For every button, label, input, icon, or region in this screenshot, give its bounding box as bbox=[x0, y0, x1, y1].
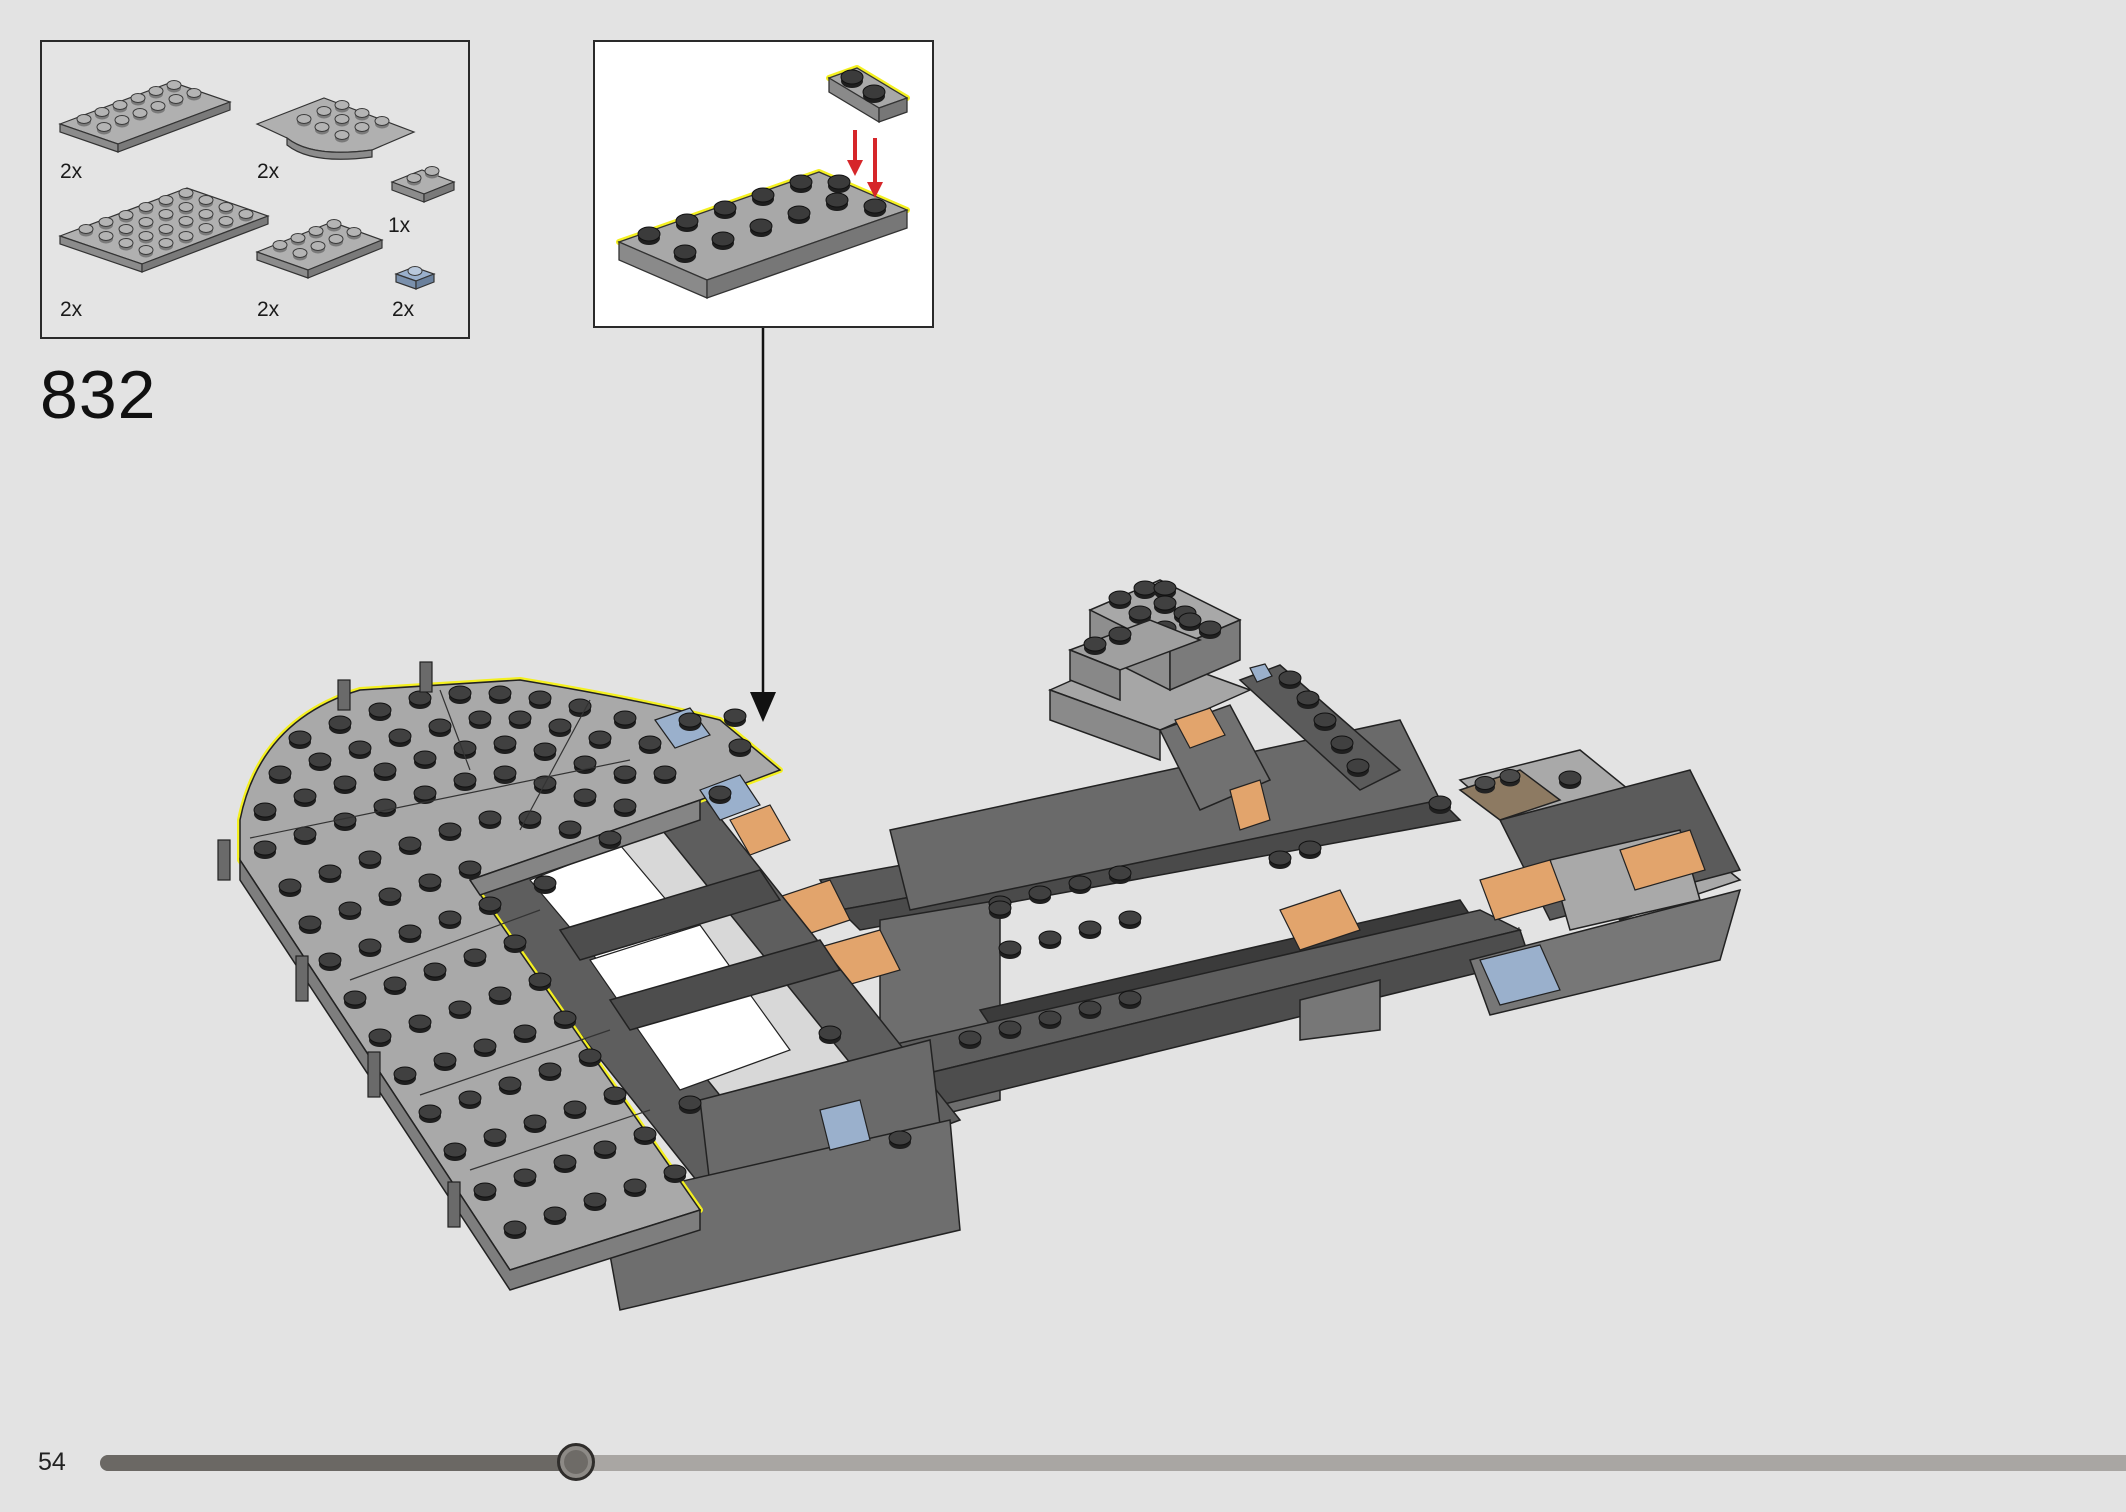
part-plate-2x4 bbox=[255, 219, 384, 279]
progress-knob[interactable] bbox=[557, 1443, 596, 1481]
progress-fill bbox=[100, 1455, 577, 1471]
nose-right bbox=[1279, 749, 1742, 1016]
page-number: 54 bbox=[38, 1448, 66, 1476]
part-plate-2x6 bbox=[58, 80, 232, 153]
rear-cluster bbox=[1047, 579, 1402, 831]
tan-connector bbox=[729, 804, 791, 856]
hull-right bbox=[818, 719, 1531, 1131]
new-plate-assembly bbox=[217, 661, 783, 1291]
part-qty: 1x bbox=[388, 214, 411, 237]
step-number: 832 bbox=[40, 357, 157, 433]
part-plate-4x6 bbox=[58, 187, 270, 273]
sub-assembly-callout bbox=[593, 40, 934, 328]
part-qty: 2x bbox=[60, 160, 83, 183]
progress-bar bbox=[100, 1443, 2126, 1481]
sub-assembly-illustration bbox=[616, 65, 910, 299]
part-qty: 2x bbox=[60, 298, 83, 321]
parts-illustrations bbox=[58, 80, 456, 290]
part-wedge-plate-round bbox=[255, 97, 416, 160]
part-qty: 2x bbox=[257, 160, 280, 183]
parts-list: 2x 2x 2x 1x 2x 2x bbox=[40, 40, 470, 339]
part-qty: 2x bbox=[392, 298, 415, 321]
part-plate-1x1-blue bbox=[394, 266, 436, 290]
left-frame bbox=[448, 779, 962, 1311]
part-qty: 2x bbox=[257, 298, 280, 321]
part-plate-1x2 bbox=[390, 166, 456, 203]
